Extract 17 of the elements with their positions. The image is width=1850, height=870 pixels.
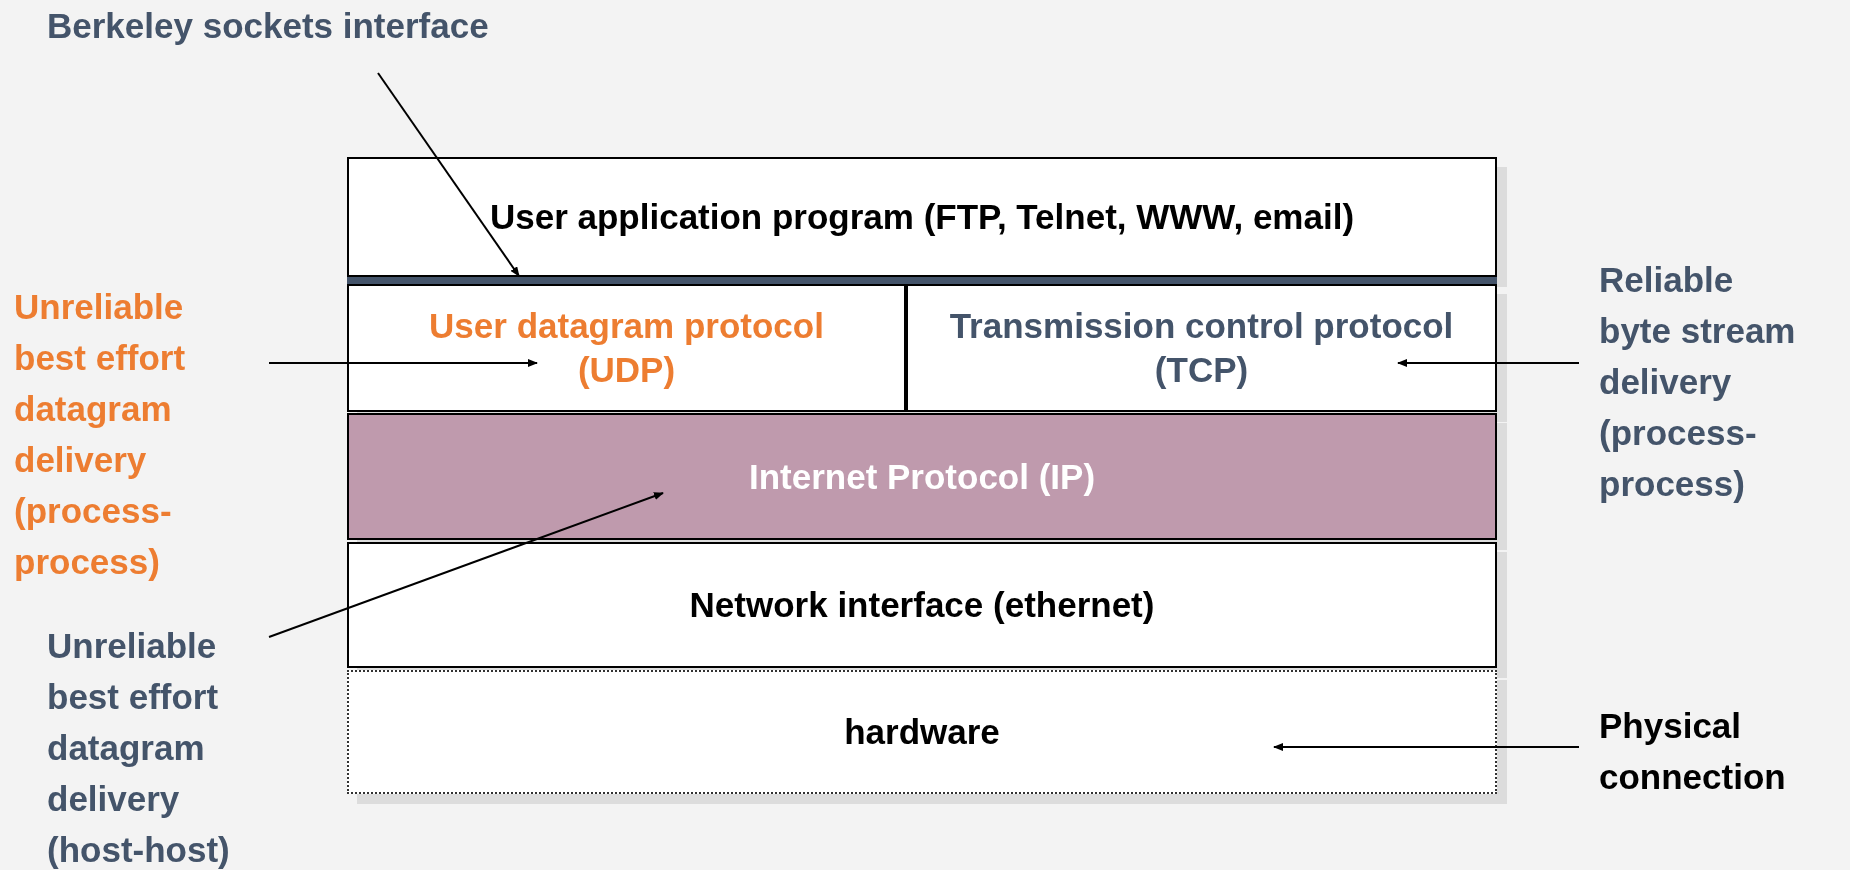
interface-bar [347,277,1497,284]
annotation-text: Physical connection [1599,700,1849,802]
leader-arrow [1273,743,1580,751]
annotation-text: Berkeley sockets interface [47,0,607,51]
annotation-text: Unreliable best effort datagram delivery (process-process) [14,281,244,587]
layer-label: Network interface (ethernet) [689,584,1155,626]
layer-label: User application program (FTP, Telnet, WWW, email) [489,196,1355,238]
annotation-text: Reliable byte stream delivery (process-process) [1599,254,1804,509]
leader-arrow [1397,359,1580,367]
layer-label: hardware [844,711,1000,753]
leader-arrow [377,72,520,277]
leader-arrow [268,492,664,638]
leader-arrow [268,359,538,367]
annotation-text: Unreliable best effort datagram delivery (host-host) [47,620,277,870]
layer-label: Transmission control protocol (TCP) [948,305,1455,391]
layer-label: Internet Protocol (IP) [748,455,1096,498]
layer-label: User datagram protocol (UDP) [428,305,825,391]
